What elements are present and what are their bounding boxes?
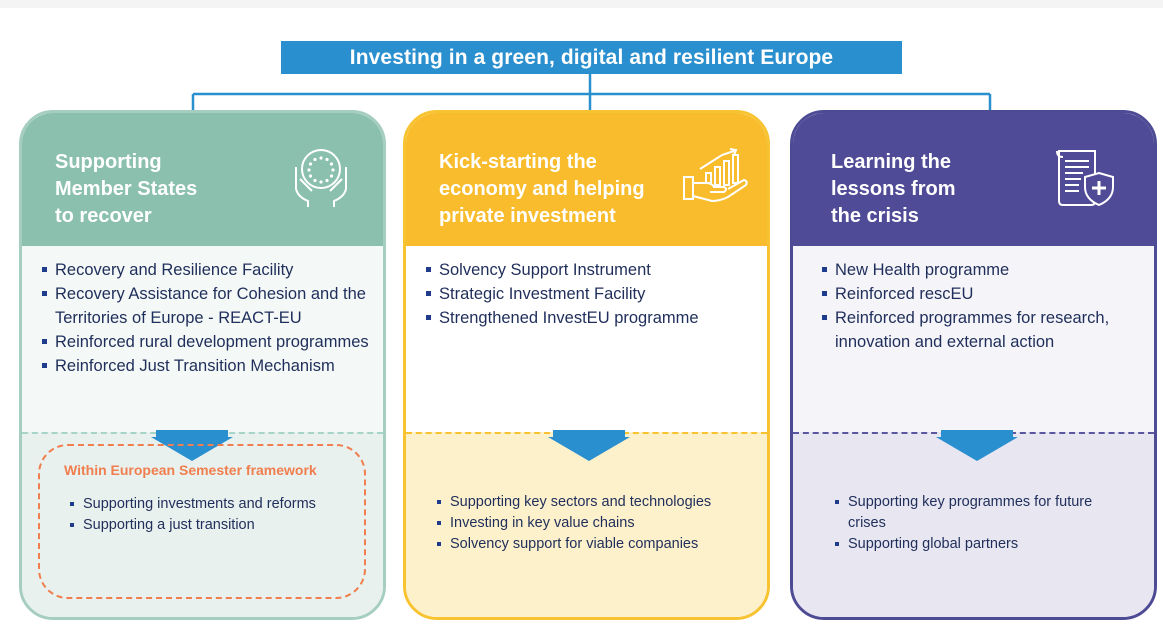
- list-item: Supporting key programmes for future cri…: [834, 492, 1134, 534]
- arrow-stem: [156, 430, 228, 437]
- hand-growth-chart-icon: [682, 147, 750, 214]
- down-arrow-icon: [151, 437, 233, 461]
- support-list: Supporting key sectors and technologies …: [436, 492, 746, 555]
- list-item: Investing in key value chains: [436, 513, 746, 534]
- measures-list: New Health programme Reinforced rescEU R…: [821, 258, 1131, 354]
- pillar-measures: Solvency Support Instrument Strategic In…: [406, 246, 767, 432]
- pillar-title: Supporting Member States to recover: [55, 151, 198, 227]
- pillar-header: Supporting Member States to recover: [22, 113, 383, 246]
- pillar-card-lessons: Learning the lessons from the crisis New…: [790, 110, 1157, 620]
- list-item: Reinforced rural development programmes: [41, 330, 371, 354]
- pillar-title: Kick-starting the economy and helping pr…: [439, 151, 645, 227]
- pillar-card-kickstart: Kick-starting the economy and helping pr…: [403, 110, 770, 620]
- pillar-header: Learning the lessons from the crisis: [793, 113, 1154, 246]
- down-arrow-icon: [548, 437, 630, 461]
- arrow-stem: [553, 430, 625, 437]
- list-item: Strengthened InvestEU programme: [425, 306, 755, 330]
- down-arrow-icon: [936, 437, 1018, 461]
- list-item: New Health programme: [821, 258, 1131, 282]
- hands-holding-eu-stars-icon: [292, 145, 350, 214]
- support-list: Supporting key programmes for future cri…: [834, 492, 1134, 555]
- measures-list: Recovery and Resilience Facility Recover…: [41, 258, 371, 378]
- list-item: Strategic Investment Facility: [425, 282, 755, 306]
- pillar-support-area: Supporting key sectors and technologies …: [406, 432, 767, 617]
- semester-framework-box: Within European Semester framework Suppo…: [38, 444, 366, 599]
- list-item: Reinforced Just Transition Mechanism: [41, 354, 371, 378]
- health-document-shield-icon: [1055, 147, 1117, 214]
- pillar-support-area: Supporting key programmes for future cri…: [793, 432, 1154, 617]
- pillar-support-area: [22, 432, 383, 617]
- pillar-measures: Recovery and Resilience Facility Recover…: [22, 246, 383, 432]
- list-item: Supporting a just transition: [69, 515, 359, 536]
- arrow-stem: [941, 430, 1013, 437]
- pillar-title: Learning the lessons from the crisis: [831, 151, 956, 227]
- banner-title: Investing in a green, digital and resili…: [281, 41, 902, 74]
- support-list: Supporting investments and reforms Suppo…: [69, 494, 359, 536]
- list-item: Reinforced rescEU: [821, 282, 1131, 306]
- list-item: Supporting key sectors and technologies: [436, 492, 746, 513]
- list-item: Solvency support for viable companies: [436, 534, 746, 555]
- list-item: Reinforced programmes for research, inno…: [821, 306, 1131, 354]
- list-item: Recovery and Resilience Facility: [41, 258, 371, 282]
- pillar-header: Kick-starting the economy and helping pr…: [406, 113, 767, 246]
- list-item: Recovery Assistance for Cohesion and the…: [41, 282, 371, 330]
- semester-title: Within European Semester framework: [64, 462, 317, 478]
- measures-list: Solvency Support Instrument Strategic In…: [425, 258, 755, 330]
- list-item: Solvency Support Instrument: [425, 258, 755, 282]
- pillar-card-recover: Supporting Member States to recover Reco…: [19, 110, 386, 620]
- top-strip: [0, 0, 1163, 8]
- list-item: Supporting global partners: [834, 534, 1134, 555]
- list-item: Supporting investments and reforms: [69, 494, 359, 515]
- pillar-measures: New Health programme Reinforced rescEU R…: [793, 246, 1154, 432]
